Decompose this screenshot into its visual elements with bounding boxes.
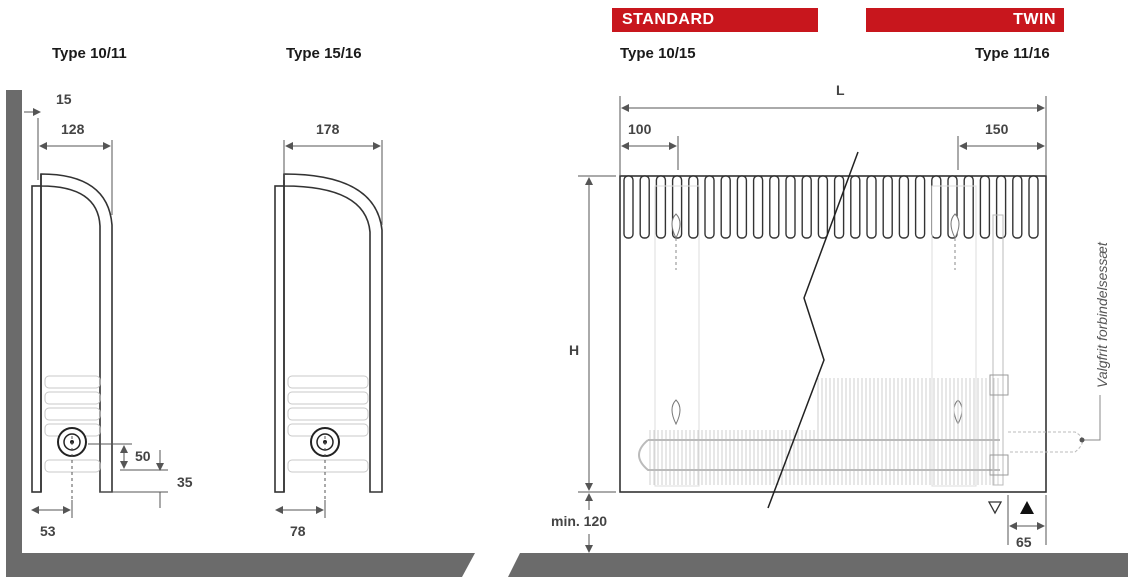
fin-slot — [736, 175, 748, 239]
fin-slot — [688, 175, 699, 239]
dim-H: H — [569, 342, 580, 358]
dim-128: 128 — [61, 121, 85, 137]
leader-line — [1082, 395, 1101, 441]
optional-connection-set-label: Valgfrit forbindelsessæt — [1094, 242, 1110, 388]
type-10-11-label: Type 10/11 — [52, 45, 127, 62]
dim-100: 100 — [628, 121, 652, 137]
fin-slot — [785, 175, 796, 239]
fin-slot — [1012, 175, 1023, 239]
fin-slot — [833, 175, 845, 239]
fin-slot — [801, 175, 812, 239]
valve-detail-15-16 — [287, 375, 369, 473]
convector-fins — [623, 175, 1039, 239]
floor-left — [6, 553, 475, 577]
dim-65: 65 — [1016, 534, 1032, 550]
fin-slot — [720, 175, 731, 239]
fin-slot — [963, 175, 974, 239]
dim-78: 78 — [290, 523, 306, 539]
dim-50: 50 — [135, 448, 151, 464]
fin-slot — [931, 175, 942, 239]
standard-banner-text: STANDARD — [622, 11, 715, 28]
radiator-front-view — [619, 151, 1083, 509]
fin-slot — [882, 175, 893, 239]
return-flow-icon — [987, 501, 1003, 515]
valve-detail-10-11 — [44, 375, 101, 473]
fin-slot — [850, 175, 861, 239]
fin-slot — [817, 175, 829, 239]
fin-slot — [704, 175, 715, 239]
standard-banner: STANDARD — [612, 8, 818, 32]
fin-slot — [752, 175, 764, 239]
type-15-16-label: Type 15/16 — [286, 45, 362, 62]
fin-slot — [979, 175, 991, 239]
dim-min-120: min. 120 — [551, 513, 608, 529]
fin-slot — [866, 175, 877, 239]
fin-slot — [914, 175, 926, 239]
dim-53: 53 — [40, 523, 56, 539]
fin-slot — [623, 175, 634, 239]
type-11-16-label: Type 11/16 — [975, 45, 1050, 62]
break-line — [767, 151, 859, 509]
dim-L: L — [836, 82, 845, 98]
wall-marker-icon — [22, 110, 30, 118]
twin-banner: TWIN — [866, 8, 1064, 32]
fin-slot — [655, 175, 667, 239]
dim-35: 35 — [177, 474, 193, 490]
floor-right — [508, 553, 1128, 577]
twin-banner-text: TWIN — [1013, 11, 1056, 28]
fin-slot — [898, 175, 910, 239]
fin-slot — [639, 175, 650, 239]
dim-150: 150 — [985, 121, 1009, 137]
dim-15: 15 — [56, 91, 72, 107]
wall — [6, 90, 22, 577]
type-10-15-label: Type 10/15 — [620, 45, 696, 62]
dim-178: 178 — [316, 121, 340, 137]
fin-slot — [769, 175, 780, 239]
supply-flow-icon — [1020, 501, 1034, 514]
side-view-type-15-16 — [274, 173, 383, 493]
fin-slot — [995, 175, 1007, 239]
fin-slot — [1028, 175, 1039, 239]
